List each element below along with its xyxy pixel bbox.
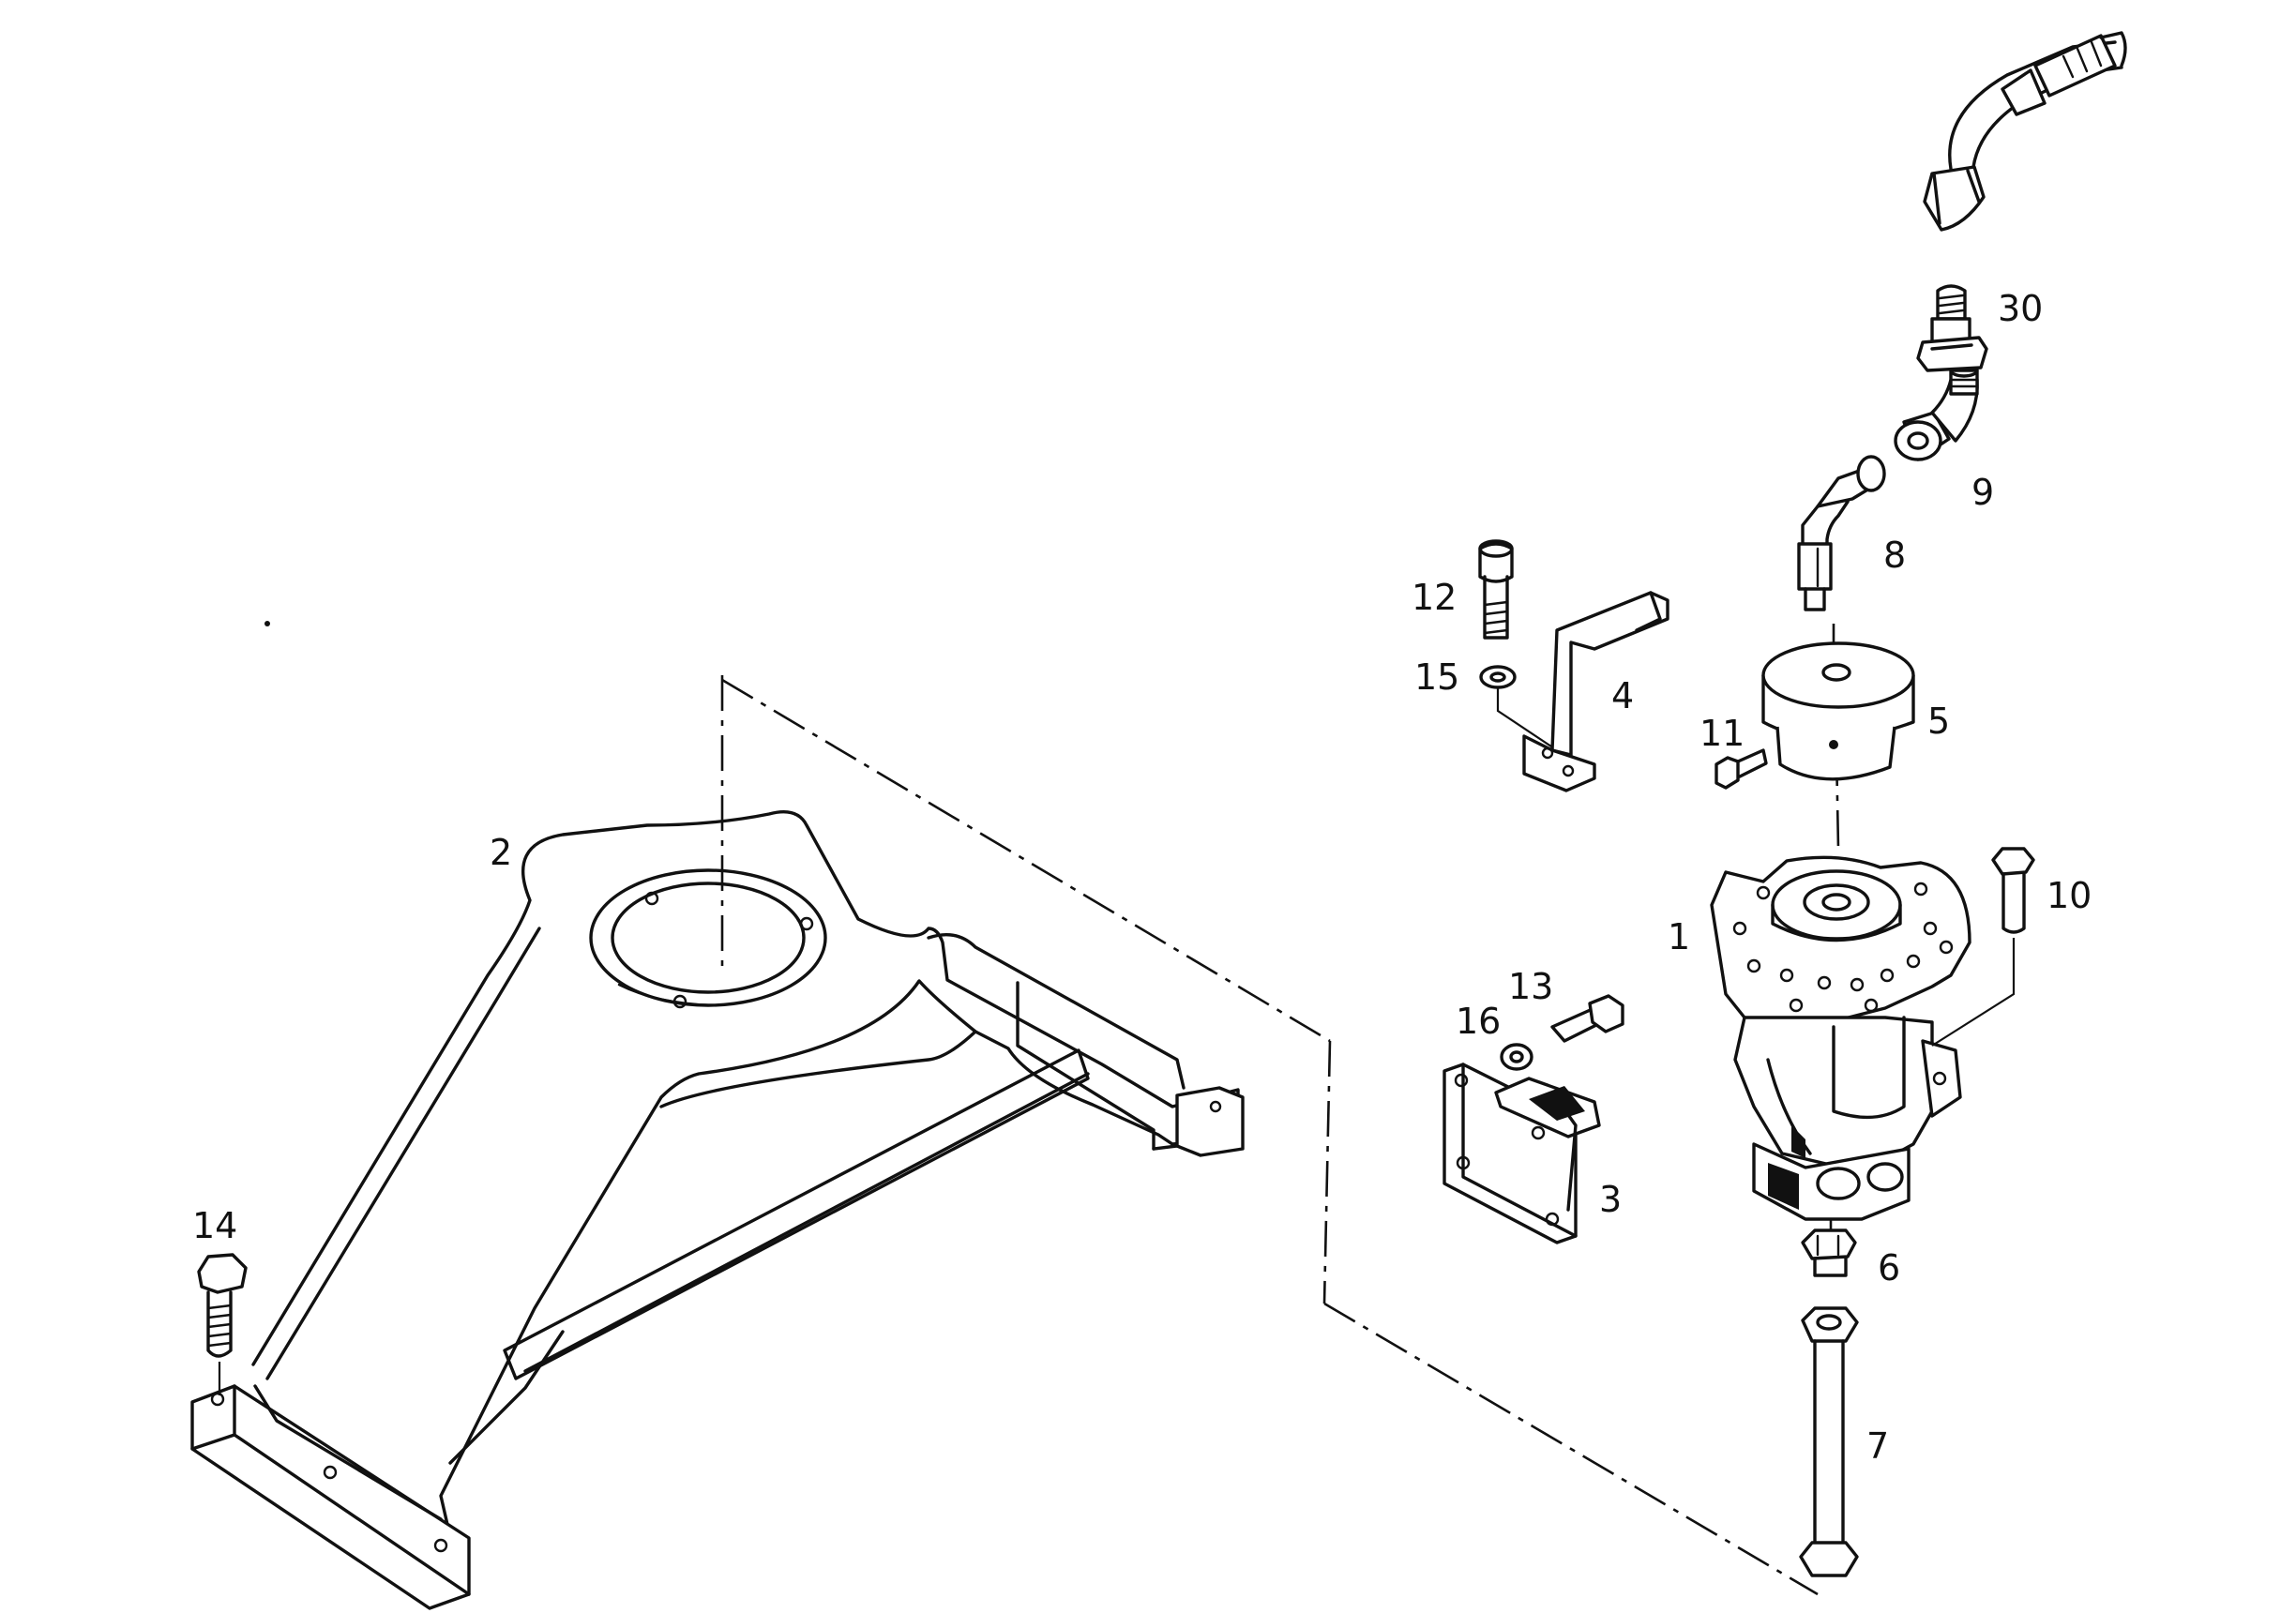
hex-bolt-10	[1931, 847, 2035, 1047]
label-16: 16	[1456, 1001, 1501, 1042]
label-9: 9	[1971, 472, 1994, 513]
label-8: 8	[1883, 535, 1906, 576]
label-4: 4	[1611, 675, 1634, 716]
elbow-fitting-8	[1797, 455, 1886, 611]
label-7: 7	[1866, 1425, 1889, 1467]
adapter-cap-5	[1761, 641, 1915, 781]
bolt-13-washer-16	[1500, 994, 1624, 1071]
label-11: 11	[1699, 713, 1745, 754]
elbow-nut-9	[1894, 363, 1979, 461]
sensor-bracket-3	[1443, 1063, 1601, 1244]
label-1: 1	[1668, 916, 1690, 957]
label-10: 10	[2047, 875, 2092, 916]
hose-fitting-30	[1916, 284, 1988, 372]
socket-bolt-12-washer-15	[1478, 539, 1558, 751]
label-30: 30	[1998, 288, 2043, 329]
label-14: 14	[192, 1205, 237, 1246]
part-labels: 1 2 3 4 5 6 7 8 9 10 11 12 13 14 15 16 3…	[192, 288, 2092, 1467]
label-3: 3	[1599, 1179, 1622, 1220]
pipe-7	[1799, 1306, 1859, 1577]
main-bracket-arm	[190, 810, 1245, 1610]
label-15: 15	[1414, 656, 1459, 698]
label-12: 12	[1412, 577, 1457, 618]
assembly-centerlines	[720, 624, 1840, 1596]
label-6: 6	[1878, 1247, 1900, 1289]
nipple-6	[1801, 1229, 1857, 1277]
label-13: 13	[1508, 966, 1553, 1007]
hex-bolt-14	[197, 1253, 248, 1395]
screw-11	[1714, 748, 1768, 790]
pump-body-1	[1710, 855, 1971, 1221]
bent-bracket-4	[1522, 591, 1669, 792]
hose-line	[1923, 31, 2127, 232]
stray-dot	[264, 621, 270, 626]
label-2: 2	[490, 832, 512, 873]
label-5: 5	[1927, 701, 1950, 742]
